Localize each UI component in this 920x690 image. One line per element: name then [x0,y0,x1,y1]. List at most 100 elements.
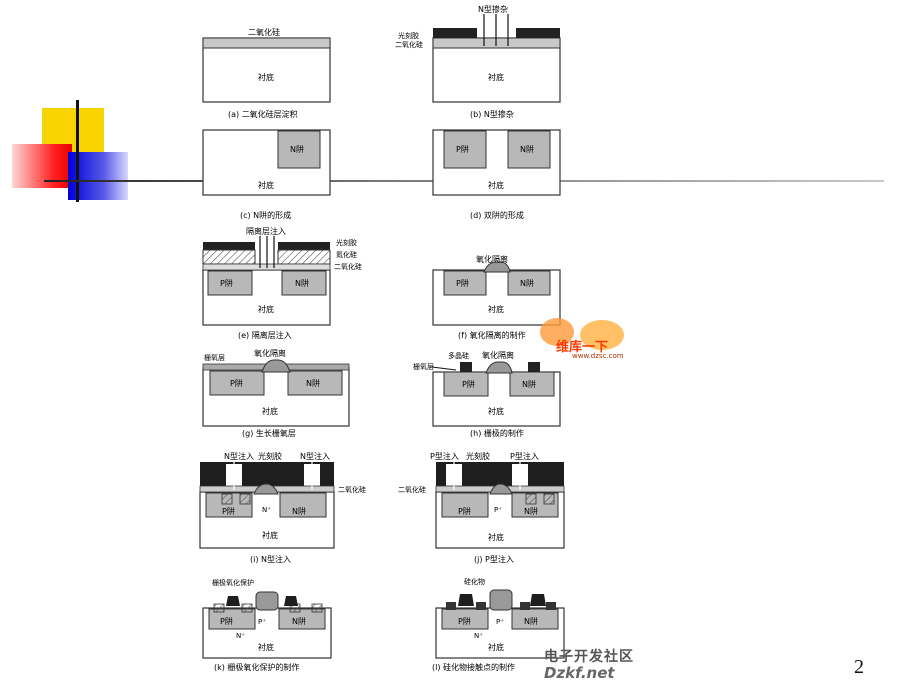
caption-a: (a) 二氧化硅层淀积 [228,109,298,119]
panel-i: N型注入 光刻胶 N型注入 二氧化硅 N⁺ P阱 N阱 衬底 (i) N型注入 [199,451,366,564]
photoresist-label: 光刻胶 [398,31,419,40]
p-well-region [441,608,489,630]
gate-stack [458,594,474,606]
gate-stack [530,594,546,606]
substrate-label: 衬底 [258,72,274,82]
oxide-isolation-region [255,591,279,611]
watermark-bottom-line2: Dzkf.net [544,664,615,682]
n-plus-label: N⁺ [262,506,271,514]
panel-g: 栅氧层 氧化隔离 P阱 N阱 衬底 (g) 生长栅氧层 [202,348,350,438]
caption-b: (b) N型掺杂 [470,109,514,119]
n-plus-label: N⁺ [474,632,483,640]
substrate-label: 衬底 [488,304,504,314]
polysilicon-label: 多晶硅 [448,351,469,360]
p-well-region [441,492,489,518]
n-plus-region [213,603,225,613]
p-well-region [443,371,489,397]
caption-e: (e) 隔离层注入 [238,330,292,340]
gate-oxide-label: 栅氧层 [204,353,225,362]
n-well-label: N阱 [306,378,320,388]
watermark-top-url: www.dzsc.com [572,352,624,360]
p-plus-label: P⁺ [496,618,504,626]
substrate-label: 衬底 [262,530,278,540]
oxide-label: 二氧化硅 [334,262,362,271]
n-doping-label: N型掺杂 [478,4,508,14]
photoresist-left [433,28,477,38]
vertical-rule-decoration [76,100,79,202]
silicide-contact [476,602,486,610]
n-well-region [278,608,326,630]
oxide-label: 二氧化硅 [398,485,426,494]
caption-j: (j) P型注入 [474,554,514,564]
gate-stack [226,596,240,606]
p-implant-label: P型注入 [510,451,539,461]
substrate-label: 衬底 [488,532,504,542]
photoresist-right [516,28,560,38]
p-well-region [443,270,487,296]
p-well-region [208,608,256,630]
oxide-isolation-region [485,361,513,374]
n-plus-region [241,603,253,613]
n-well-label: N阱 [295,278,309,288]
n-well-label: N阱 [520,278,534,288]
n-well-region [279,492,327,518]
substrate-label: 衬底 [488,406,504,416]
n-implant-label: N型注入 [224,451,254,461]
panel-h: 多晶硅 氧化隔离 栅氧层 P阱 N阱 衬底 (h) 栅极的制作 [413,350,561,438]
n-well-region [287,370,343,396]
p-plus-region [525,493,537,505]
caption-l: (l) 硅化物接触点的制作 [432,662,515,672]
substrate-label: 衬底 [488,72,504,82]
n-well-region [507,130,551,169]
p-well-label: P阱 [220,616,233,626]
panel-l: 硅化物 N⁺ P⁺ P阱 N阱 衬底 (l) 硅化物接触点的制作 [432,577,565,672]
oxide-isolation-label: 氧化隔离 [476,254,508,264]
substrate-label: 衬底 [488,642,504,652]
p-well-region [207,270,253,296]
pointer-line [431,366,457,371]
photoresist-left [203,242,255,250]
n-well-region [277,130,321,169]
n-well-region [509,371,555,397]
caption-k: (k) 栅极氧化保护的制作 [214,662,299,672]
oxide-label: 二氧化硅 [395,40,423,49]
n-plus-region [239,493,251,505]
caption-h: (h) 栅极的制作 [470,428,524,438]
n-well-label: N阱 [524,616,538,626]
n-well-region [281,270,327,296]
oxide-isolation-label: 氧化隔离 [254,348,286,358]
p-plus-label: P⁺ [258,618,266,626]
substrate-label: 衬底 [258,642,274,652]
mascot-shape [540,318,574,346]
oxide-isolation-region [489,589,513,611]
caption-g: (g) 生长栅氧层 [242,428,296,438]
oxide-isolation-label: 氧化隔离 [482,350,514,360]
caption-d: (d) 双阱的形成 [470,210,524,220]
substrate-label: 衬底 [488,180,504,190]
silicide-contact [520,602,530,610]
silicide-label: 硅化物 [464,577,485,586]
p-plus-label: P⁺ [494,506,502,514]
poly-gate-right [528,362,540,372]
silicide-contact [546,602,556,610]
watermark-top-text: 维库一下 [556,340,609,355]
isolation-implant-label: 隔离层注入 [246,226,286,236]
panel-c: N阱 衬底 (c) N阱的形成 [202,129,331,220]
panel-f: 氧化隔离 P阱 N阱 衬底 (f) 氧化隔离的制作 [432,254,561,340]
poly-gate-left [460,362,472,372]
oxide-isolation-region [261,359,291,373]
n-well-region [507,270,551,296]
nitride-right [277,249,331,265]
p-well-label: P阱 [458,616,471,626]
watermark-mascot-logo [540,318,630,362]
caption-c: (c) N阱的形成 [240,210,291,220]
panel-e: 隔离层注入 光刻胶 氮化硅 二氧化硅 P阱 N阱 衬底 (e) 隔离层注入 [202,226,362,340]
p-well-label: P阱 [456,278,469,288]
p-well-region [443,130,487,169]
panel-b: N型掺杂 光刻胶 二氧化硅 衬底 (b) N型掺杂 [395,4,561,119]
panel-j: P型注入 光刻胶 P型注入 二氧化硅 P⁺ P阱 N阱 衬底 (j) P型注入 [398,451,565,564]
nitride-left [202,249,256,265]
mascot-shape [580,320,624,350]
substrate-label: 衬底 [262,406,278,416]
